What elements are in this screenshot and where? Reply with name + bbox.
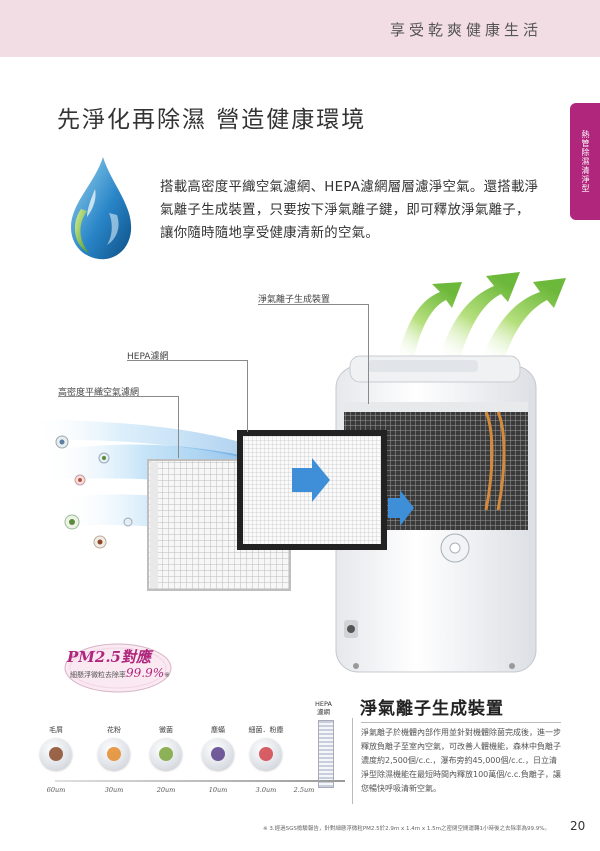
particle-size: 20um [156, 786, 176, 794]
ion-section-title: 淨氣離子生成裝置 [360, 699, 504, 719]
particle-size: 60um [46, 786, 66, 794]
ion-section-text: 淨氣離子於機體內部作用並針對機體除菌完成後，進一步釋放負離子至室內空氣，可改善人… [361, 728, 561, 793]
particle-icon [202, 738, 234, 770]
pm25-title: PM2.5對應 [67, 648, 151, 666]
particle-core-icon [159, 747, 173, 761]
particle-label: 塵蟎 [211, 726, 225, 734]
particle-label: 細菌．粉塵 [248, 726, 284, 734]
particle-icon [150, 738, 182, 770]
footnote: ※ 3.經過SGS檢驗報告，針對細懸浮微粒PM2.5於2.9m x 1.4m x… [263, 826, 550, 832]
ion-section-rule [361, 722, 561, 723]
leader-line-mesh-drop [178, 396, 179, 458]
particle-icon [98, 738, 130, 770]
water-drop-icon [71, 157, 132, 260]
pm25-marker: ※ [164, 671, 170, 679]
particle-core-icon [259, 747, 273, 761]
intro-paragraph: 搭載高密度平織空氣濾網、HEPA濾網層層濾淨空氣。還搭載淨氣離子生成裝置，只要按… [160, 180, 539, 241]
particle-core-icon [107, 747, 121, 761]
particle-label: 毛屑 [49, 726, 63, 734]
particle-label: 黴菌 [159, 726, 173, 734]
particle-core-icon [49, 747, 63, 761]
header-band [0, 0, 600, 57]
pm25-badge-shape [64, 643, 172, 693]
callout-hepa-filter: HEPA濾網 [127, 352, 169, 362]
particle-size: 2.5um [293, 786, 315, 794]
header-title: 享受乾爽健康生活 [389, 21, 542, 39]
callout-mesh-filter: 高密度平織空氣濾網 [58, 388, 140, 398]
callout-ion-device: 淨氣離子生成裝置 [258, 295, 331, 305]
particle-icon [250, 738, 282, 770]
ion-section-divider [352, 718, 353, 804]
pm25-subtitle: 細懸浮微粒去除率99.9%※ [70, 666, 170, 680]
particle-size: 10um [208, 786, 228, 794]
page-title: 先淨化再除濕 營造健康環境 [57, 107, 367, 133]
hepa-filter-bar [318, 720, 334, 788]
leader-line-hepa [127, 360, 247, 361]
leader-line-hepa-drop [247, 360, 248, 432]
leader-line-ion-drop [368, 304, 369, 404]
particle-icon [40, 738, 72, 770]
particle-size-scale [55, 780, 345, 782]
pm25-percent: 99.9% [126, 666, 165, 680]
leader-line-ion [258, 304, 368, 305]
particle-size: 30um [104, 786, 124, 794]
side-tab[interactable]: 熱管除濕清淨型 [570, 103, 600, 220]
particle-size: 3.0um [255, 786, 277, 794]
particle-core-icon [211, 747, 225, 761]
page-number: 20 [570, 819, 586, 833]
particle-label: 花粉 [107, 726, 121, 734]
leader-line-mesh [58, 396, 178, 397]
dehumidifier-illustration [30, 272, 566, 673]
